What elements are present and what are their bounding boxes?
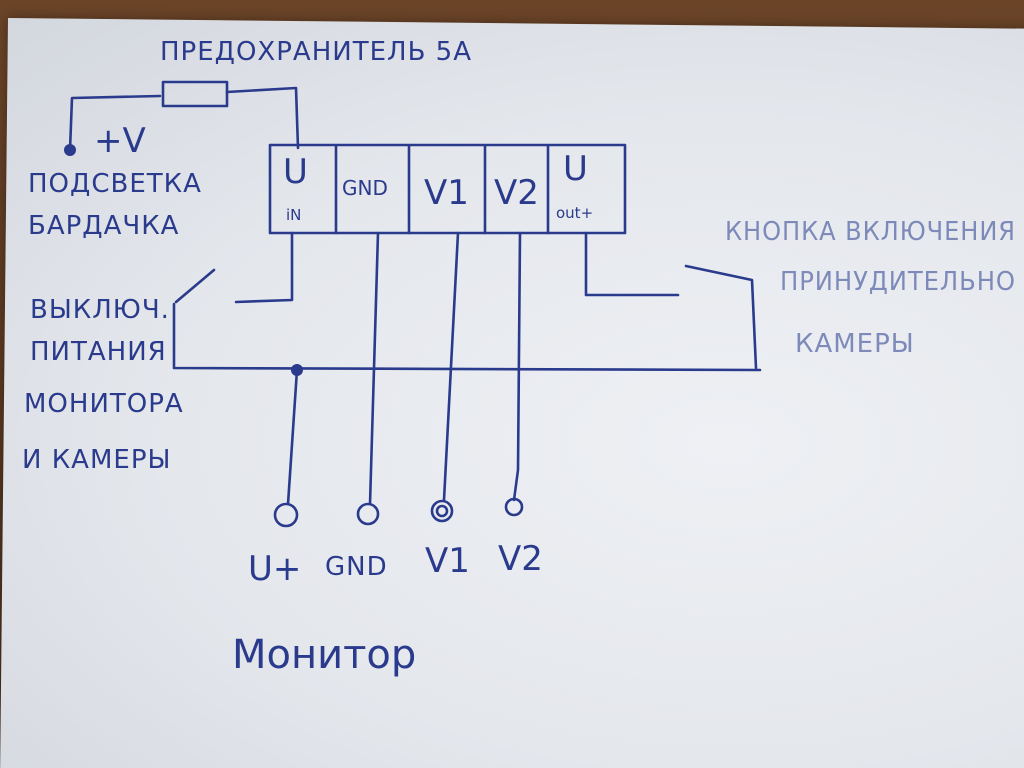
- button-label-line3: КАМЕРЫ: [795, 329, 915, 359]
- glovebox-label-line1: ПОДСВЕТКА: [28, 169, 202, 199]
- wire-uout-to-button: [584, 231, 680, 297]
- terminal-uout-main: U: [563, 149, 588, 189]
- terminal-block: [268, 143, 627, 235]
- wire-v2-to-monitor: [512, 231, 522, 502]
- switch-symbol: [174, 268, 216, 304]
- monitor-pin-gnd: [356, 502, 380, 526]
- monitor-pin-label-uplus: U+: [248, 549, 301, 589]
- monitor-pin-uplus: [273, 502, 299, 528]
- monitor-pin-label-gnd: GND: [325, 552, 388, 582]
- wire-bus-to-uplus: [286, 368, 299, 506]
- switch-label-line2: ПИТАНИЯ: [30, 337, 167, 367]
- switch-label-line1: ВЫКЛЮЧ.: [30, 295, 170, 325]
- terminal-uin-main: U: [283, 152, 308, 192]
- wire-switch-to-bus: [172, 302, 762, 372]
- monitor-caption: Монитор: [232, 632, 416, 678]
- switch-label-line4: И КАМЕРЫ: [22, 445, 171, 475]
- switch-label-line3: МОНИТОРА: [24, 389, 184, 419]
- terminal-v2: V2: [494, 173, 539, 213]
- button-label-line1: КНОПКА ВКЛЮЧЕНИЯ: [725, 217, 1016, 247]
- wire-uin-to-switch: [234, 231, 294, 304]
- monitor-pin-v1: [430, 499, 454, 523]
- button-label-line2: ПРИНУДИТЕЛЬНО: [780, 267, 1016, 297]
- monitor-pin-v1-inner: [435, 504, 449, 518]
- wire-fuse-to-uin: [225, 86, 300, 150]
- plus-v-label: +V: [94, 121, 146, 161]
- terminal-uin-sub: iN: [286, 206, 301, 224]
- monitor-pin-label-v1: V1: [425, 541, 470, 581]
- terminal-dividers: [334, 144, 550, 235]
- terminal-v1: V1: [424, 173, 469, 213]
- wire-v1-to-monitor: [442, 231, 460, 502]
- button-symbol: [684, 264, 758, 370]
- monitor-pin-label-v2: V2: [498, 539, 543, 579]
- wire-gnd-to-monitor: [368, 231, 380, 506]
- terminal-gnd: GND: [342, 176, 388, 200]
- fuse-symbol: [161, 80, 229, 108]
- terminal-uout-sub: out+: [556, 204, 593, 222]
- glovebox-label-line2: БАРДАЧКА: [28, 211, 179, 241]
- fuse-label: ПРЕДОХРАНИТЕЛЬ 5А: [160, 37, 472, 67]
- wire-source-to-fuse: [68, 94, 162, 152]
- monitor-pin-v2: [504, 497, 524, 517]
